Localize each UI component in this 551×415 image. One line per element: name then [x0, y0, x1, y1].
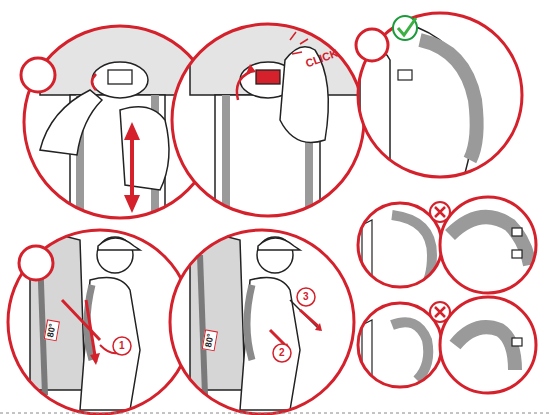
callout-number: 3: [303, 292, 309, 302]
callout-number: 2: [279, 348, 285, 358]
callout-number: 1: [119, 341, 125, 351]
